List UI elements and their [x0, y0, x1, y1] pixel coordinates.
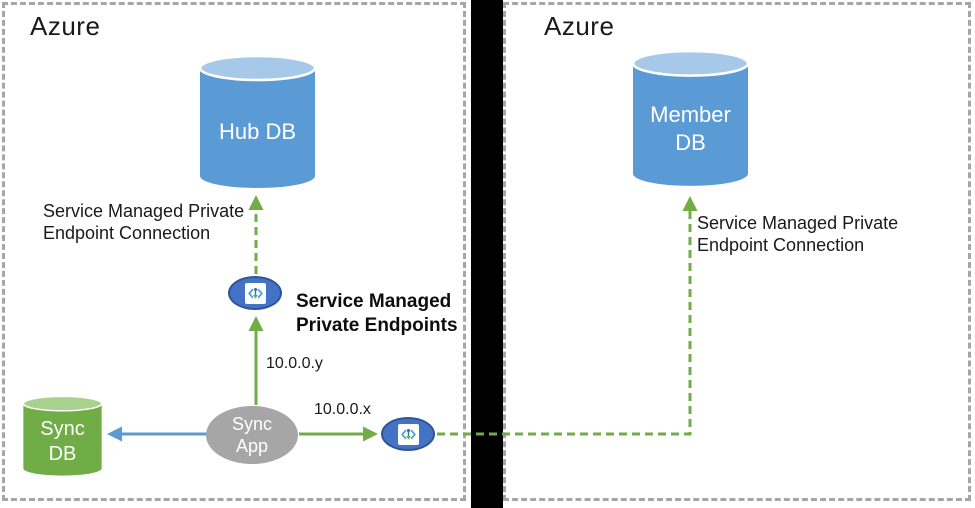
- member-db-node: Member DB: [631, 47, 750, 190]
- private-endpoint-badge-hub: [228, 276, 282, 310]
- private-endpoint-icon: [397, 423, 419, 445]
- ip-label-member-endpoint: 10.0.0.x: [314, 401, 371, 418]
- private-endpoints-title: Service Managed Private Endpoints: [296, 291, 458, 336]
- hub-db-node: Hub DB: [198, 52, 317, 192]
- member-connection-label: Service Managed Private Endpoint Connect…: [697, 213, 899, 255]
- database-cylinder-shape: [22, 395, 103, 476]
- azure-title-right: Azure: [544, 11, 615, 41]
- hub-db-label: Hub DB: [218, 118, 297, 144]
- database-cylinder-shape: [631, 49, 750, 186]
- ip-label-hub-endpoint: 10.0.0.y: [266, 355, 323, 372]
- sync-db-label: Sync DB: [40, 417, 85, 465]
- private-endpoint-badge-member: [381, 417, 435, 451]
- hub-connection-label: Service Managed Private Endpoint Connect…: [43, 201, 245, 243]
- azure-title-left: Azure: [30, 11, 101, 41]
- sync-db-node: Sync DB: [22, 394, 103, 478]
- private-endpoint-icon: [244, 282, 266, 304]
- network-boundary-divider: [471, 0, 503, 508]
- member-db-label: Member DB: [650, 101, 731, 155]
- sync-app-node: Sync App: [206, 406, 298, 464]
- database-cylinder-shape: [198, 54, 317, 188]
- sync-app-label: Sync App: [231, 414, 273, 456]
